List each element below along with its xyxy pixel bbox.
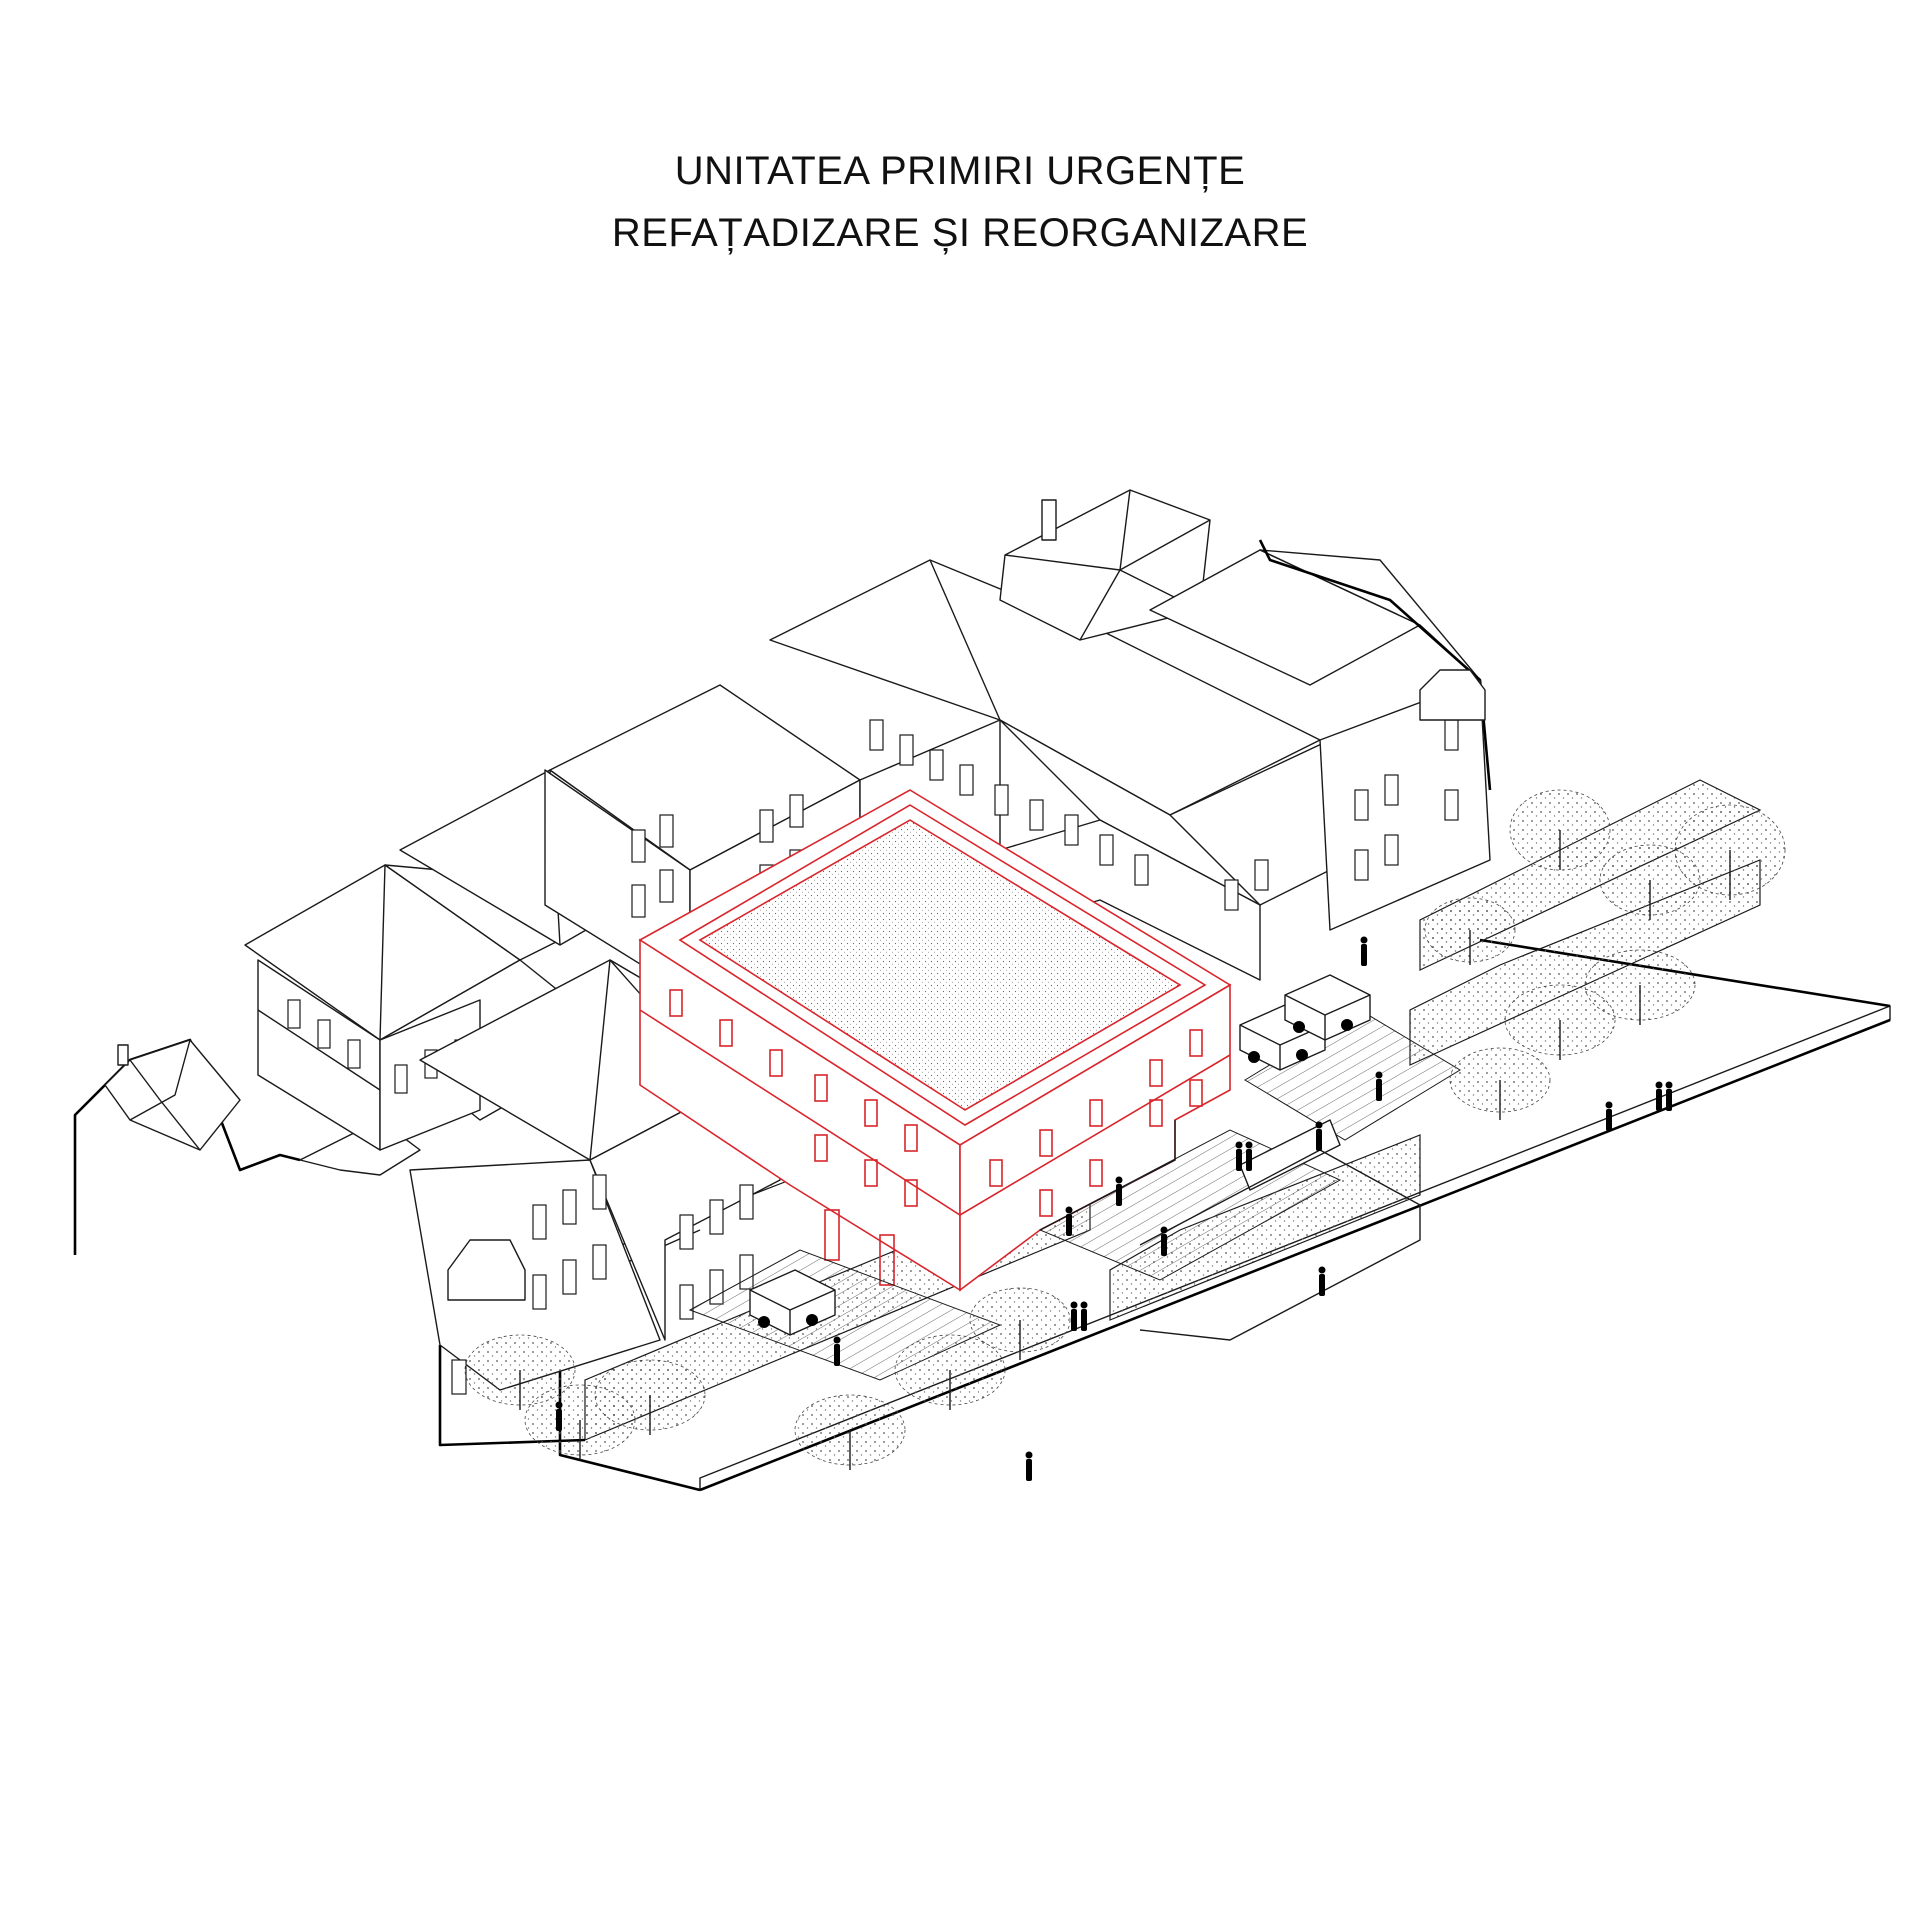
person-icon (1235, 1141, 1243, 1171)
tree-icon (1449, 1047, 1551, 1120)
person-icon (555, 1401, 563, 1431)
cut-edge-front (699, 1018, 1891, 1492)
tree-icon (794, 1394, 906, 1470)
tree-icon (894, 1334, 1006, 1410)
tree-icon (464, 1334, 576, 1410)
ambulance-icon (1284, 974, 1371, 1041)
tree-icon (594, 1359, 706, 1435)
tree-icon (969, 1287, 1071, 1360)
tree-icon (1674, 804, 1786, 900)
person-icon (1360, 936, 1368, 966)
person-icon (1160, 1226, 1168, 1256)
person-icon (1375, 1071, 1383, 1101)
person-icon (1115, 1176, 1123, 1206)
tree-icon (1509, 789, 1611, 871)
person-icon (1655, 1081, 1663, 1111)
person-icon (1080, 1301, 1088, 1331)
person-icon (1318, 1266, 1326, 1296)
person-icon (1065, 1206, 1073, 1236)
tree-icon (1584, 949, 1696, 1025)
front-left-windows (451, 1174, 754, 1395)
tree-icon (1424, 897, 1516, 965)
diagram-title: UNITATEA PRIMIRI URGENȚE REFAȚADIZARE ȘI… (0, 140, 1920, 264)
ambulance-icon (749, 1269, 836, 1336)
title-line-2: REFAȚADIZARE ȘI REORGANIZARE (611, 211, 1309, 255)
people (555, 936, 1673, 1481)
person-icon (1245, 1141, 1253, 1171)
tree-icon (1504, 984, 1616, 1060)
person-icon (1605, 1101, 1613, 1131)
trees (464, 789, 1786, 1470)
person-icon (1070, 1301, 1078, 1331)
title-line-1: UNITATEA PRIMIRI URGENȚE (674, 149, 1246, 193)
person-icon (1025, 1451, 1033, 1481)
person-icon (833, 1336, 841, 1366)
person-icon (1315, 1121, 1323, 1151)
person-icon (1665, 1081, 1673, 1111)
emergency-roof-green (698, 819, 1182, 1111)
back-main-windows (869, 719, 1459, 911)
